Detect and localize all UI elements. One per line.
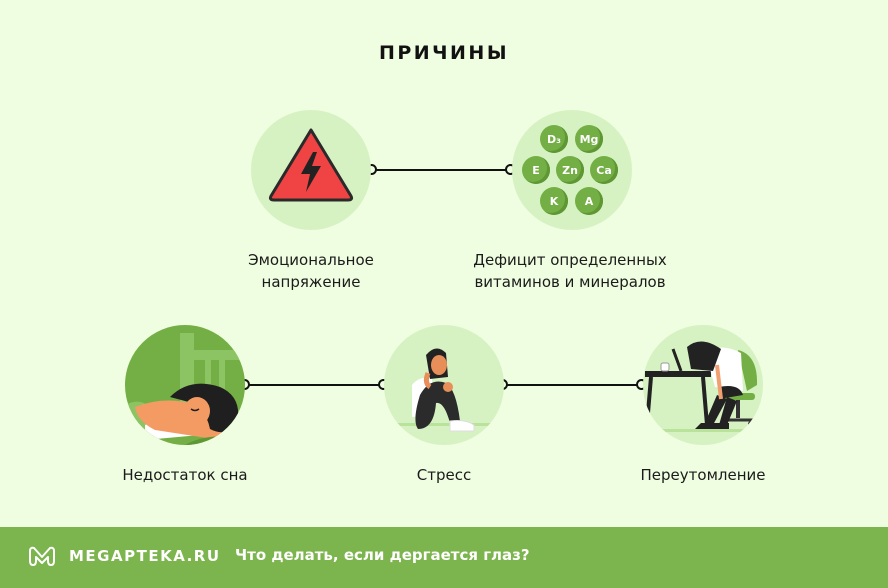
cause-node-stress — [384, 325, 504, 445]
cause-label-overwork: Переутомление — [640, 466, 766, 484]
brand-name[interactable]: MEGAPTEKA.RU — [69, 547, 221, 565]
pill-zn: Zn — [556, 156, 584, 184]
cause-label-stress: Стресс — [416, 466, 472, 484]
pill-ca: Ca — [590, 156, 618, 184]
megapteka-logo-icon — [29, 546, 55, 566]
cause-label-emotional: Эмоциональное напряжение — [248, 251, 374, 291]
pill-k: K — [540, 187, 568, 215]
stressed-woman-icon — [384, 348, 504, 432]
cause-label-vitamins: Дефицит определенных витаминов и минерал… — [473, 251, 667, 291]
connector-line — [372, 169, 510, 171]
connector-line — [503, 384, 641, 386]
pill-e: E — [522, 156, 550, 184]
cause-node-sleep — [125, 325, 245, 445]
pill-a: A — [575, 187, 603, 215]
article-title: Что делать, если дергается глаз? — [235, 546, 530, 564]
pill-mg: Mg — [575, 125, 603, 153]
connector-line — [245, 384, 383, 386]
footer-bar: MEGAPTEKA.RU Что делать, если дергается … — [0, 527, 888, 588]
cause-node-emotional — [251, 110, 371, 230]
page-title: ПРИЧИНЫ — [378, 42, 510, 64]
warning-lightning-icon — [268, 128, 354, 202]
pill-d3: D₃ — [540, 125, 568, 153]
sleeping-woman-icon — [125, 333, 245, 445]
cause-node-overwork — [643, 325, 763, 445]
exhausted-worker-icon — [643, 341, 763, 432]
cause-label-sleep: Недостаток сна — [122, 466, 248, 484]
